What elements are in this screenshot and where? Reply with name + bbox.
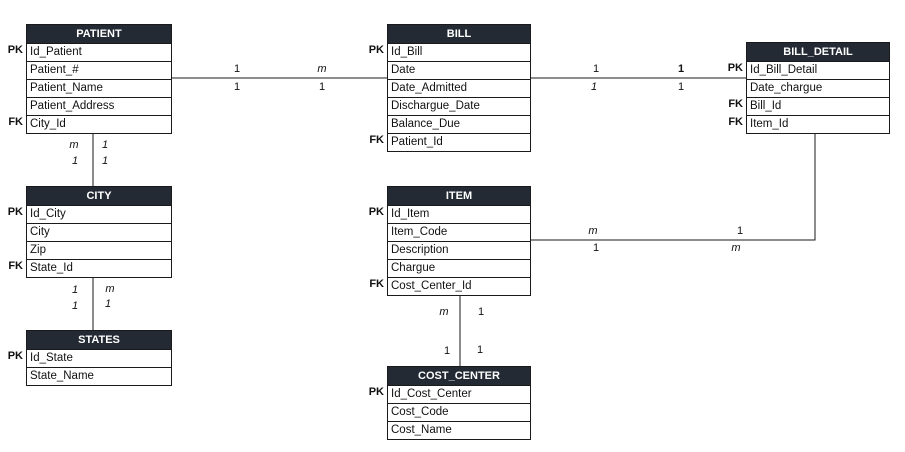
attribute-row: Bill_Id bbox=[747, 97, 889, 115]
attribute-row: Dischargue_Date bbox=[388, 97, 530, 115]
multiplicity-label: 1 bbox=[71, 155, 79, 167]
multiplicity-label: m bbox=[588, 225, 598, 237]
item-billdetail-line bbox=[530, 132, 816, 241]
entity-title: CITY bbox=[27, 187, 171, 205]
multiplicity-label: 1 bbox=[101, 155, 109, 167]
multiplicity-label: 1 bbox=[71, 284, 79, 296]
primary-key-marker: PK bbox=[7, 350, 23, 362]
attribute-row: Patient_Name bbox=[27, 79, 171, 97]
attribute-row: Id_Bill bbox=[388, 43, 530, 61]
entity-title: COST_CENTER bbox=[388, 367, 530, 385]
multiplicity-label: 1 bbox=[71, 300, 79, 312]
attribute-row: Item_Code bbox=[388, 223, 530, 241]
foreign-key-marker: FK bbox=[369, 134, 384, 146]
attribute-row: Date_Admitted bbox=[388, 79, 530, 97]
multiplicity-label: 1 bbox=[590, 81, 598, 93]
entity-title: BILL_DETAIL bbox=[747, 43, 889, 61]
multiplicity-label: 1 bbox=[476, 344, 484, 356]
attribute-row: Balance_Due bbox=[388, 115, 530, 133]
attribute-row: City bbox=[27, 223, 171, 241]
multiplicity-label: m bbox=[439, 306, 449, 318]
multiplicity-label: 1 bbox=[233, 63, 241, 75]
attribute-row: Id_Item bbox=[388, 205, 530, 223]
attribute-row: City_Id bbox=[27, 115, 171, 133]
attribute-row: Id_Patient bbox=[27, 43, 171, 61]
primary-key-marker: PK bbox=[368, 386, 384, 398]
primary-key-marker: PK bbox=[727, 62, 743, 74]
entity-title: STATES bbox=[27, 331, 171, 349]
multiplicity-label: 1 bbox=[101, 139, 109, 151]
foreign-key-marker: FK bbox=[728, 116, 743, 128]
entity-title: PATIENT bbox=[27, 25, 171, 43]
attribute-row: Date_chargue bbox=[747, 79, 889, 97]
multiplicity-label: 1 bbox=[104, 298, 112, 310]
entity-title: ITEM bbox=[388, 187, 530, 205]
foreign-key-marker: FK bbox=[369, 278, 384, 290]
attribute-row: Id_State bbox=[27, 349, 171, 367]
multiplicity-label: 1 bbox=[677, 63, 685, 75]
attribute-row: Id_Cost_Center bbox=[388, 385, 530, 403]
attribute-row: Cost_Center_Id bbox=[388, 277, 530, 295]
primary-key-marker: PK bbox=[7, 206, 23, 218]
attribute-row: Cost_Code bbox=[388, 403, 530, 421]
multiplicity-label: 1 bbox=[318, 81, 326, 93]
attribute-row: Patient_Address bbox=[27, 97, 171, 115]
multiplicity-label: m bbox=[317, 63, 327, 75]
multiplicity-label: m bbox=[731, 242, 741, 254]
attribute-row: Patient_Id bbox=[388, 133, 530, 151]
primary-key-marker: PK bbox=[368, 44, 384, 56]
attribute-row: Id_Bill_Detail bbox=[747, 61, 889, 79]
multiplicity-label: m bbox=[105, 283, 115, 295]
attribute-row: Patient_# bbox=[27, 61, 171, 79]
multiplicity-label: 1 bbox=[443, 345, 451, 357]
attribute-row: Description bbox=[388, 241, 530, 259]
attribute-row: Cost_Name bbox=[388, 421, 530, 439]
primary-key-marker: PK bbox=[368, 206, 384, 218]
multiplicity-label: 1 bbox=[592, 242, 600, 254]
multiplicity-label: 1 bbox=[677, 81, 685, 93]
multiplicity-label: m bbox=[69, 139, 79, 151]
foreign-key-marker: FK bbox=[728, 98, 743, 110]
entity-title: BILL bbox=[388, 25, 530, 43]
attribute-row: Item_Id bbox=[747, 115, 889, 133]
primary-key-marker: PK bbox=[7, 44, 23, 56]
multiplicity-label: 1 bbox=[233, 81, 241, 93]
attribute-row: State_Id bbox=[27, 259, 171, 277]
attribute-row: Id_City bbox=[27, 205, 171, 223]
multiplicity-label: 1 bbox=[477, 306, 485, 318]
multiplicity-label: 1 bbox=[736, 225, 744, 237]
attribute-row: Chargue bbox=[388, 259, 530, 277]
attribute-row: State_Name bbox=[27, 367, 171, 385]
multiplicity-label: 1 bbox=[592, 63, 600, 75]
attribute-row: Date bbox=[388, 61, 530, 79]
attribute-row: Zip bbox=[27, 241, 171, 259]
foreign-key-marker: FK bbox=[8, 116, 23, 128]
foreign-key-marker: FK bbox=[8, 260, 23, 272]
